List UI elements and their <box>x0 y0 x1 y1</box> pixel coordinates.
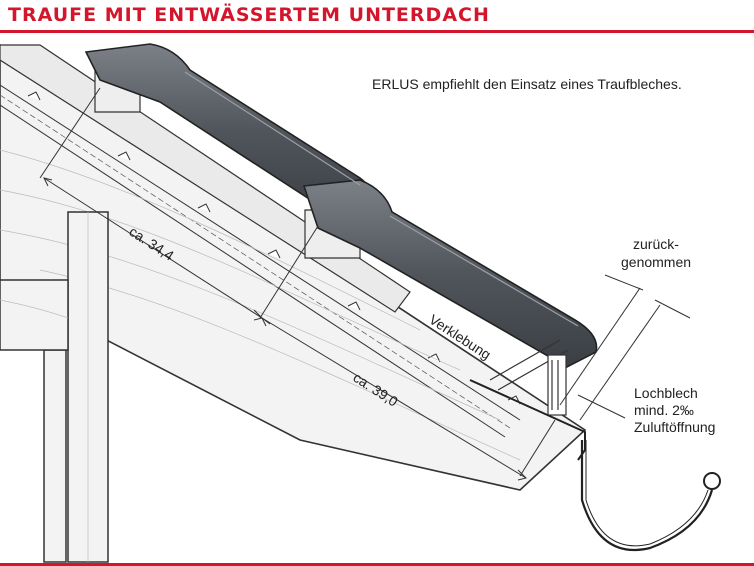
setback-label-line1: zurück- <box>633 236 679 252</box>
bottom-rule <box>0 563 754 566</box>
vent-label-line3: Zuluftöffnung <box>634 419 715 435</box>
setback-leaders <box>559 274 691 421</box>
vent-label-line1: Lochblech <box>634 385 698 401</box>
roof-tile-lower <box>302 179 598 369</box>
vent-leader <box>577 394 626 419</box>
page-title: TRAUFE MIT ENTWÄSSERTEM UNTERDACH <box>8 4 490 26</box>
dimension-upper <box>39 87 319 321</box>
eaves-vent-comb <box>489 339 569 416</box>
wall-plate <box>0 279 69 351</box>
setback-label-line2: genommen <box>621 254 691 270</box>
inner-post <box>43 349 67 563</box>
gutter <box>580 440 714 552</box>
rafter <box>0 44 587 491</box>
dimension-lower <box>261 317 556 481</box>
gutter-bead <box>703 472 721 490</box>
recommendation-note: ERLUS empfiehlt den Einsatz eines Traufb… <box>372 76 682 92</box>
vent-label-line2: mind. 2‰ <box>634 402 694 418</box>
title-underline <box>0 30 754 33</box>
